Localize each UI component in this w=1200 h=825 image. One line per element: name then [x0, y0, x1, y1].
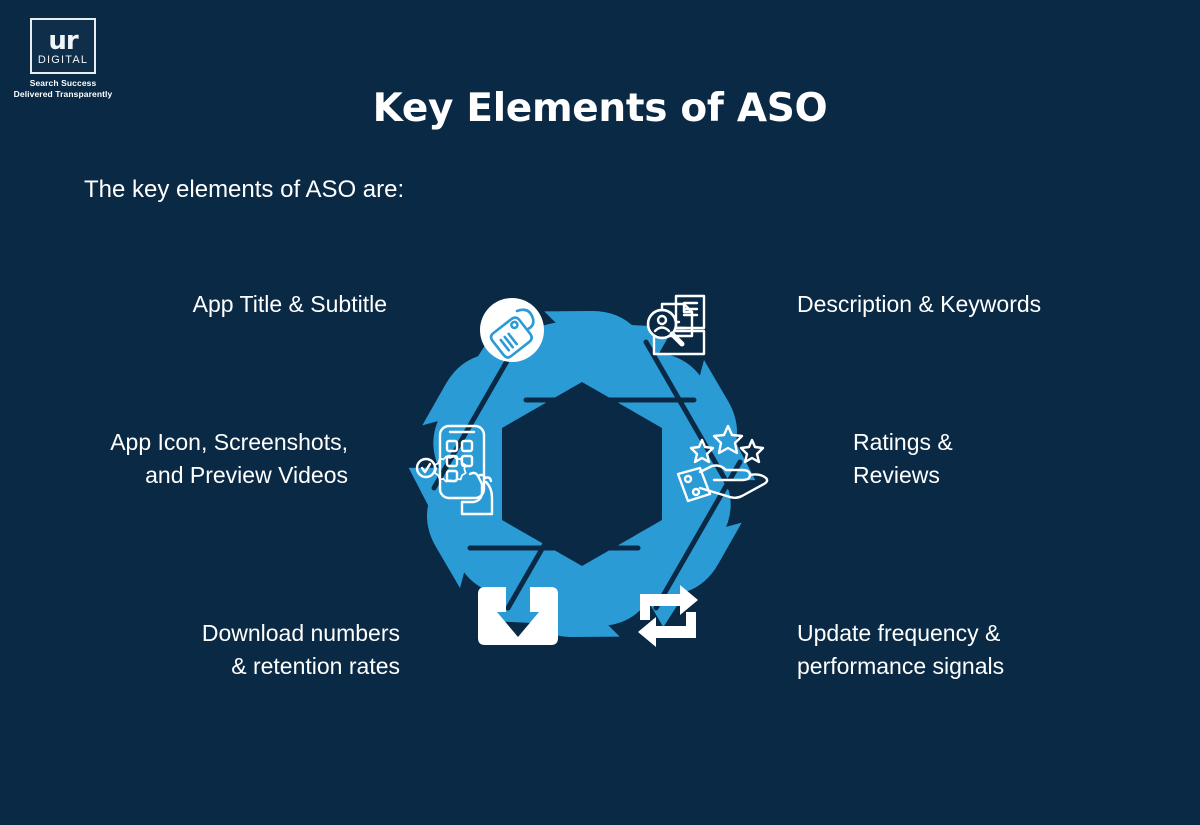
diagram-inner-hexagon	[502, 382, 662, 566]
repeat-loop-icon	[638, 585, 698, 647]
logo-tagline-line-1: Search Success	[29, 78, 97, 88]
diagram-segment-bottom-left[interactable]	[404, 337, 758, 684]
logo-tagline: Search Success Delivered Transparently	[8, 78, 118, 100]
mobile-app-gear-icon	[415, 424, 494, 516]
logo-wordmark-secondary: DIGITAL	[37, 53, 89, 66]
page-subtitle: The key elements of ASO are:	[84, 176, 405, 203]
logo-mark: ur DIGITAL	[30, 18, 96, 74]
diagram-label-description-keywords: Description & Keywords	[797, 291, 1042, 317]
diagram-label-download-numbers: Download numbers & retention rates	[201, 620, 400, 679]
diagram-label-update-frequency: Update frequency & performance signals	[797, 620, 1005, 679]
search-documents-icon	[646, 294, 706, 356]
diagram-segment-left[interactable]	[373, 318, 727, 665]
price-tag-icon	[480, 298, 544, 362]
page-title: Key Elements of ASO	[372, 86, 828, 131]
hand-holding-stars-icon	[676, 424, 769, 503]
brand-logo: ur DIGITAL Search Success Delivered Tran…	[8, 18, 118, 100]
diagram-label-ratings-reviews: Ratings & Reviews	[853, 429, 953, 488]
logo-wordmark-primary: ur	[48, 25, 78, 56]
aso-cycle-diagram	[372, 262, 792, 686]
logo-tagline-line-2: Delivered Transparently	[13, 89, 113, 99]
download-arrow-icon	[478, 587, 558, 645]
diagram-label-app-title-subtitle: App Title & Subtitle	[192, 291, 387, 317]
diagram-label-app-icon-screenshots: App Icon, Screenshots, and Preview Video…	[110, 429, 348, 488]
